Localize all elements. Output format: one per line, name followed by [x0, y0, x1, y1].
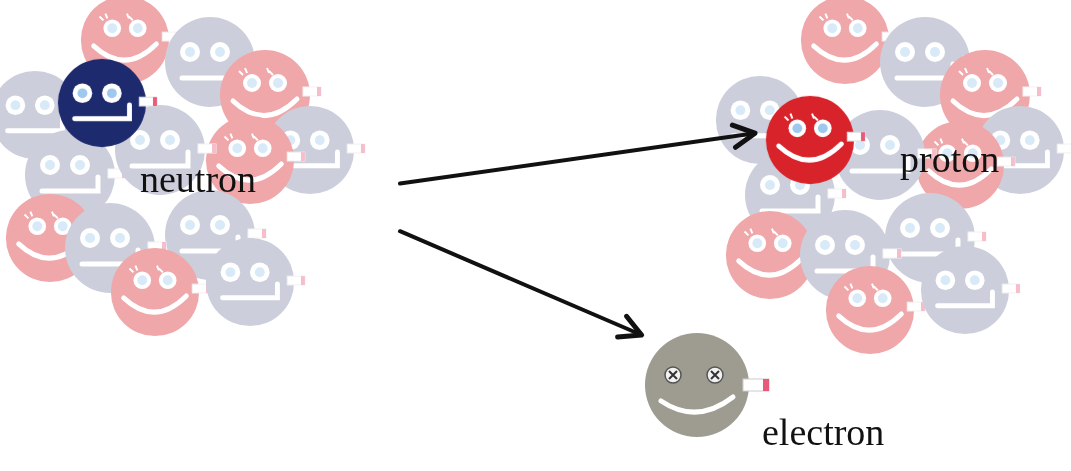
particle-label: electron — [762, 413, 884, 451]
proton-nucleus-node: proton — [755, 0, 1065, 370]
emitted-electron — [645, 333, 769, 437]
electron-node: electron — [635, 335, 965, 471]
decay-arrow — [400, 231, 642, 335]
decaying-neutron — [58, 59, 157, 147]
neutron-ball — [921, 246, 1020, 334]
neutron-nucleus-node: neutron — [0, 0, 400, 340]
particle-label: neutron — [140, 160, 256, 198]
neutron-nucleus — [0, 0, 365, 336]
proton-ball — [111, 248, 210, 336]
proton-ball — [826, 266, 925, 354]
decay-arrow — [400, 133, 755, 183]
particle-label: proton — [900, 140, 999, 178]
proton-nucleus — [716, 0, 1071, 354]
neutron-ball — [206, 238, 305, 326]
new-proton — [766, 96, 865, 184]
